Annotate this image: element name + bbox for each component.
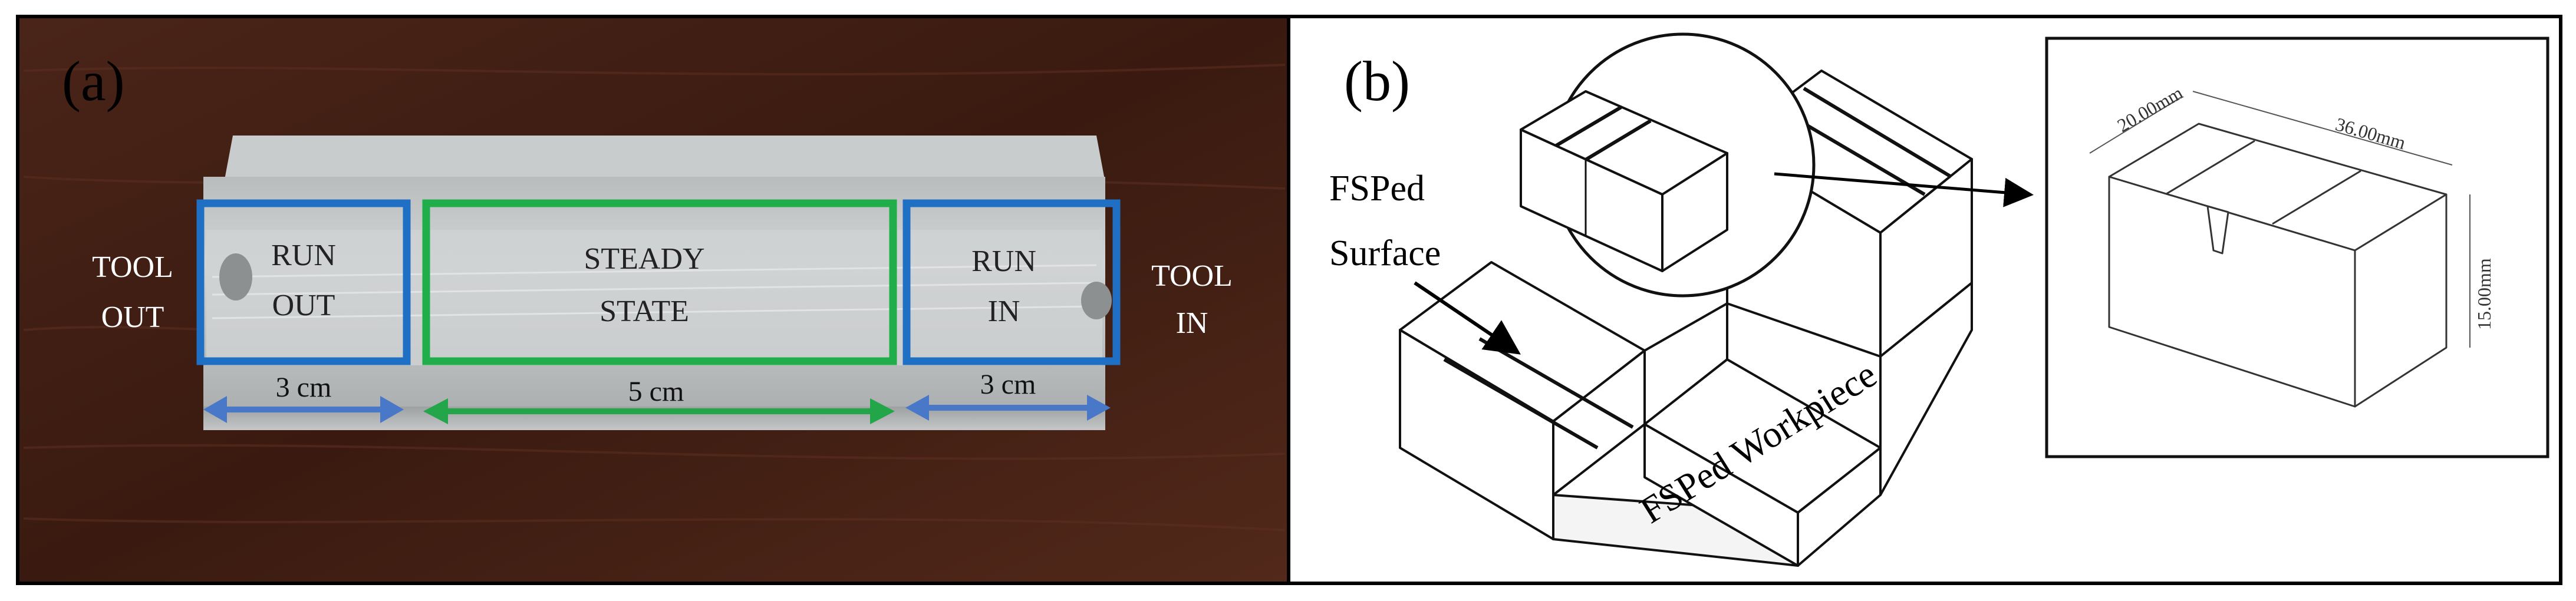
steady-state-label-line1: STEADY	[584, 242, 704, 276]
metal-block-top	[224, 136, 1105, 183]
run-out-label-line2: OUT	[272, 289, 335, 322]
steady-state-box	[422, 199, 897, 365]
panel-a: (a) TOOL OUT RUN OUT STEADY STATE RUN IN…	[16, 15, 1293, 585]
dim-label-run-in: 3 cm	[980, 369, 1036, 400]
dim-arrow-steady	[423, 398, 895, 424]
dim-height-label: 15.00mm	[2473, 258, 2495, 330]
run-in-label-line1: RUN	[971, 245, 1036, 278]
panel-a-label: (a)	[62, 49, 125, 113]
surface-arrow	[1414, 281, 1521, 355]
tool-out-label-line2: OUT	[101, 300, 164, 334]
dim-arrow-run-in	[905, 395, 1111, 421]
run-out-label-line1: RUN	[271, 239, 336, 272]
steady-state-label-line2: STATE	[599, 295, 689, 328]
magnifier-arrow	[1774, 172, 2034, 207]
fsped-surface-label-line2: Surface	[1329, 233, 1441, 273]
dim-arrow-run-out	[203, 396, 404, 423]
dim-label-steady: 5 cm	[628, 376, 684, 407]
run-in-label-line2: IN	[988, 295, 1020, 328]
specimen-inset: 20.00mm 36.00mm 15.00mm	[2045, 37, 2549, 458]
tool-exit-hole	[219, 253, 252, 300]
track-striations	[212, 264, 1097, 319]
fsped-surface-label-line1: FSPed	[1329, 169, 1425, 209]
magnifier-circle	[1520, 32, 1816, 298]
run-out-box	[196, 199, 411, 365]
tool-entry-hole	[1081, 282, 1112, 319]
tool-in-label-line2: IN	[1176, 306, 1208, 340]
panel-b: (b)	[1287, 15, 2562, 585]
tool-in-label-line1: TOOL	[1151, 259, 1233, 293]
tool-out-label-line1: TOOL	[92, 250, 173, 284]
panel-b-label: (b)	[1344, 49, 1410, 113]
run-in-box	[902, 199, 1121, 365]
processed-track	[206, 230, 1102, 365]
dim-label-run-out: 3 cm	[276, 372, 332, 403]
